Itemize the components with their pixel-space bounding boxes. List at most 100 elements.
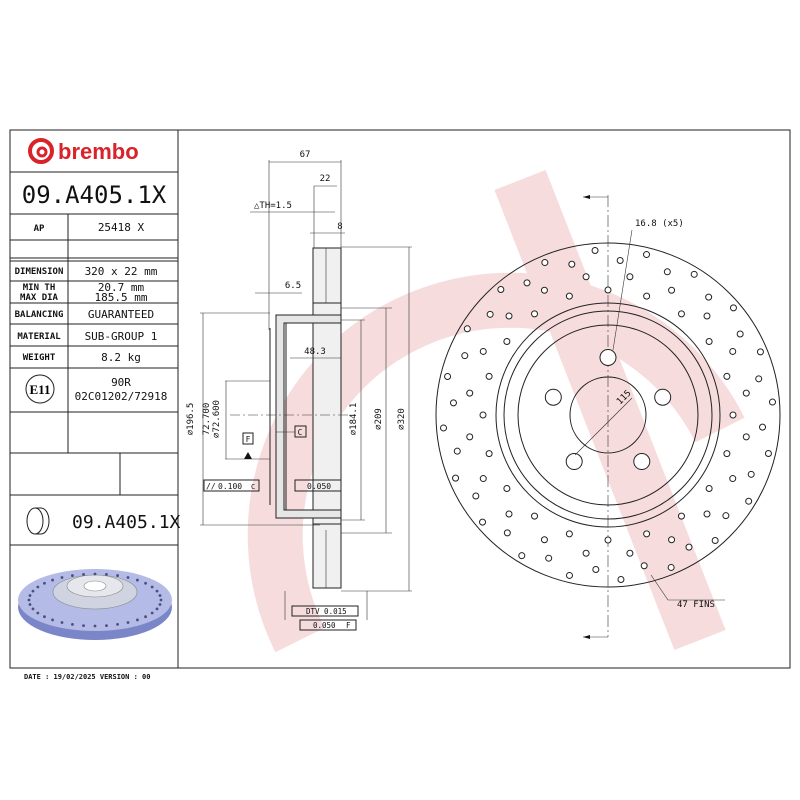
drilled-hole: [503, 484, 511, 492]
drilled-hole: [729, 304, 737, 312]
drilled-hole: [545, 554, 553, 562]
drilled-hole: [764, 450, 772, 458]
disc-icon: [26, 507, 50, 535]
drilled-hole: [452, 474, 460, 482]
ap-value: 25418 X: [98, 221, 145, 234]
product-drill-hole: [60, 621, 64, 624]
max-dia-label: MAX DIA: [20, 293, 59, 303]
product-drill-hole: [28, 594, 32, 597]
tol-dtv: DTV 0.015: [306, 607, 347, 616]
product-drill-hole: [27, 598, 31, 602]
tol-runout-ref: F: [346, 621, 351, 630]
dim-22: 22: [320, 174, 331, 184]
spec-table-grid: [10, 171, 178, 546]
drilled-hole: [485, 450, 493, 458]
drilled-hole: [723, 372, 731, 380]
product-image: [18, 569, 172, 640]
dim-72-600: ⌀72.600: [212, 400, 222, 438]
drilled-hole: [463, 325, 471, 333]
drilled-hole: [745, 497, 753, 505]
product-drill-hole: [36, 585, 40, 589]
drilled-hole: [472, 492, 480, 500]
drilled-hole: [503, 338, 511, 346]
dim-th: △TH=1.5: [254, 201, 292, 211]
product-drill-hole: [43, 581, 46, 585]
dim-6-5: 6.5: [285, 281, 301, 291]
bolt-hole: [565, 453, 583, 471]
product-drill-hole: [43, 615, 46, 619]
product-drill-hole: [144, 615, 147, 619]
fins-label: 47 FINS: [677, 600, 715, 610]
drilled-hole: [703, 510, 711, 518]
holes-label: 16.8 (x5): [635, 219, 684, 229]
drilled-hole: [541, 259, 549, 267]
drilled-hole: [479, 475, 487, 483]
product-drill-hole: [105, 572, 108, 576]
drilled-hole: [616, 256, 624, 264]
product-drill-hole: [93, 624, 97, 628]
dim-196-5: ⌀196.5: [186, 403, 196, 436]
brand-name: brembo: [58, 139, 139, 164]
dim-320: ⌀320: [397, 408, 407, 430]
drilled-hole: [444, 372, 452, 380]
drilled-hole: [711, 536, 719, 544]
material-label: MATERIAL: [17, 332, 61, 342]
dim-72-700: 72.700: [202, 403, 212, 436]
drilled-hole: [592, 566, 600, 574]
dim-184-1: ⌀184.1: [349, 403, 359, 436]
drilled-hole: [461, 352, 469, 360]
drilled-hole: [565, 571, 573, 579]
tol-parallel-ref: C: [251, 483, 255, 491]
drilled-hole: [591, 247, 599, 255]
drilled-hole: [759, 423, 767, 431]
tol-flat: 0.050: [307, 482, 331, 491]
weight-value: 8.2 kg: [101, 351, 141, 364]
drilled-hole: [705, 293, 713, 301]
drilled-hole: [643, 251, 651, 259]
bolt-hole: [599, 349, 617, 366]
product-drill-hole: [36, 611, 40, 615]
product-drill-hole: [82, 572, 85, 576]
approval-mark: E11: [30, 382, 51, 397]
product-drill-hole: [159, 598, 163, 602]
drilled-hole: [568, 260, 576, 268]
drilled-hole: [643, 530, 651, 538]
dim-209: ⌀209: [374, 408, 384, 430]
product-drill-hole: [116, 574, 119, 577]
dim-67: 67: [300, 150, 311, 160]
dim-8: 8: [337, 222, 342, 232]
drilled-hole: [466, 433, 474, 441]
product-drill-hole: [144, 581, 147, 585]
drilled-hole: [449, 399, 457, 407]
drilled-hole: [604, 536, 612, 544]
drilled-hole: [723, 450, 731, 458]
drilled-hole: [440, 424, 448, 432]
parallel-symbol: //: [206, 482, 216, 491]
drilled-hole: [565, 530, 573, 538]
drilled-hole: [729, 411, 737, 419]
product-drill-hole: [71, 574, 74, 577]
drilled-hole: [466, 389, 474, 397]
dimension-label: DIMENSION: [15, 267, 64, 277]
datum-c: C: [298, 428, 303, 437]
ap-label: AP: [34, 224, 45, 234]
product-drill-hole: [158, 603, 162, 606]
bolt-hole: [633, 453, 651, 471]
datum-f: F: [246, 435, 251, 444]
product-drill-hole: [158, 594, 162, 597]
product-drill-hole: [93, 572, 97, 576]
drilled-hole: [497, 286, 505, 294]
brembo-watermark: [247, 169, 745, 653]
drilled-hole: [667, 563, 675, 571]
product-drill-hole: [136, 618, 139, 622]
product-drill-hole: [136, 578, 139, 582]
drilled-hole: [756, 348, 764, 356]
brembo-logo: brembo: [28, 138, 139, 164]
balancing-value: GUARANTEED: [88, 308, 154, 321]
drilled-hole: [486, 310, 494, 318]
max-dia-value: 185.5 mm: [95, 291, 148, 304]
product-drill-hole: [150, 585, 154, 589]
e-mark-circle: [25, 374, 55, 404]
section-view: 67 22 △TH=1.5 8 6.5 48.3 ⌀196.5 72.700 ⌀…: [186, 150, 412, 631]
